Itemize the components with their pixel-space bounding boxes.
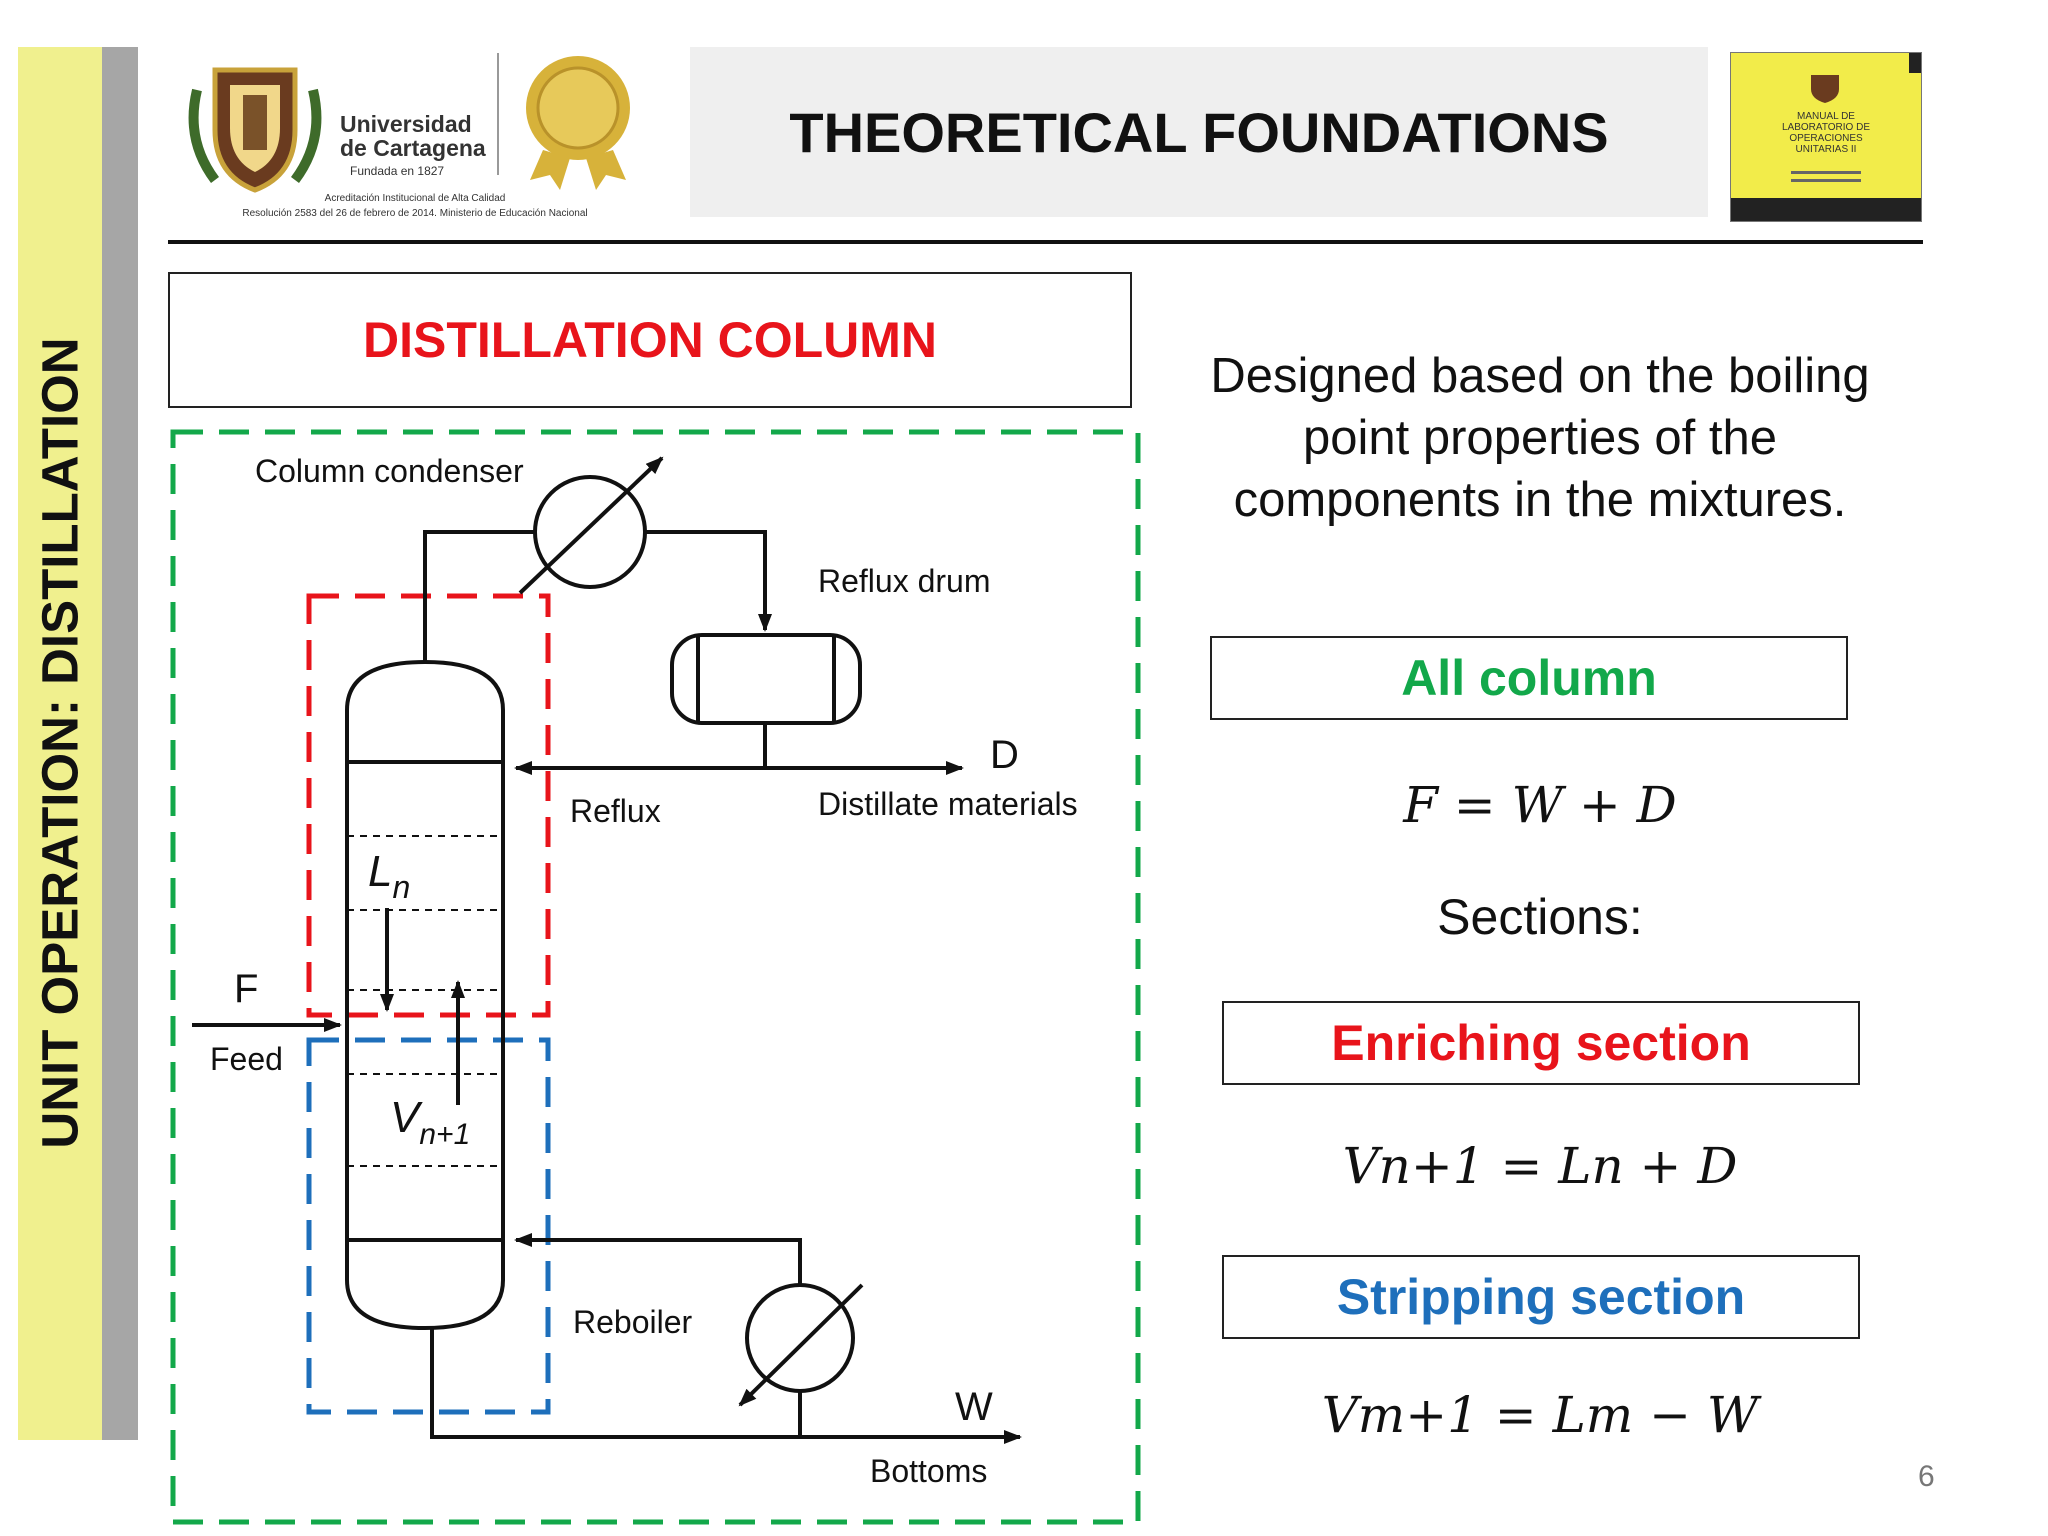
reflux-drum-label: Reflux drum [818,563,991,599]
ln-label: Ln [368,847,410,905]
w-label: W [955,1385,993,1429]
university-logo: Universidad de Cartagena Fundada en 1827… [188,53,630,219]
page-title: THEORETICAL FOUNDATIONS [789,100,1609,164]
vn1-label: Vn+1 [390,1093,470,1151]
page-number: 6 [1918,1460,1935,1493]
distillate-label: Distillate materials [818,786,1078,822]
sidebar-stripe [102,47,138,1440]
all-column-outline [170,429,1141,1525]
diagram-title: DISTILLATION COLUMN [168,272,1132,408]
column-vessel [345,659,505,1331]
d-label: D [990,733,1019,777]
stripping-section-box: Stripping section [1222,1255,1860,1339]
header-divider [168,240,1923,244]
university-name-2: de Cartagena [340,135,486,161]
equation-all-column: F = W + D [1403,776,1677,834]
condenser-icon [533,475,647,589]
book-title-1: MANUAL DE [1797,111,1855,122]
university-founded: Fundada en 1827 [350,164,444,178]
book-title-4: UNITARIAS II [1796,144,1857,155]
equation-stripping: Vm+1 = Lm − W [1321,1386,1759,1444]
distillation-diagram: Column condenser Reflux drum D Reflux Di… [170,429,1141,1525]
enriching-outline [306,593,551,1018]
sections-label: Sections: [1437,889,1643,945]
university-name-1: Universidad [340,111,472,137]
book-title-2: LABORATORIO DE [1782,122,1870,133]
header-band [690,47,1708,217]
condenser-label: Column condenser [255,453,524,489]
bottoms-label: Bottoms [870,1453,987,1489]
reflux-drum-icon [670,633,862,725]
equation-enriching: Vn+1 = Ln + D [1342,1137,1738,1195]
all-column-box: All column [1210,636,1848,720]
feed-label: Feed [210,1041,283,1077]
reboiler-icon [745,1283,855,1393]
sidebar-band [18,47,102,1440]
f-label: F [234,967,258,1011]
book-title-3: OPERACIONES [1789,133,1863,144]
enriching-section-box: Enriching section [1222,1001,1860,1085]
description-text: Designed based on the boiling point prop… [1210,349,1870,527]
reflux-label: Reflux [570,793,661,829]
reboiler-label: Reboiler [573,1304,693,1340]
accreditation-line-1: Acreditación Institucional de Alta Calid… [325,193,506,204]
stripping-outline [306,1037,551,1415]
book-cover: MANUAL DE LABORATORIO DE OPERACIONES UNI… [1730,52,1922,222]
accreditation-line-2: Resolución 2583 del 26 de febrero de 201… [242,208,587,219]
